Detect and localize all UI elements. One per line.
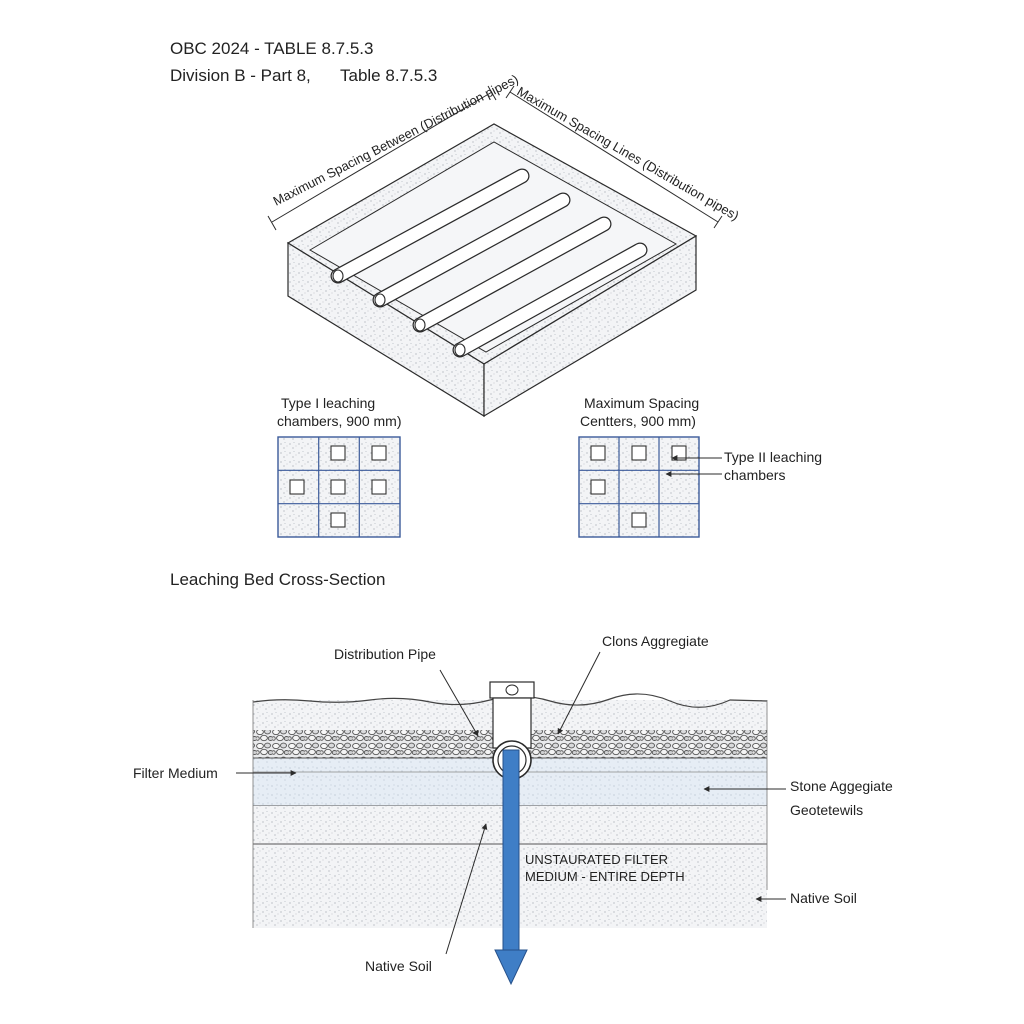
unsaturated-filter-line1: UNSTAURATED FILTER (525, 852, 668, 867)
chamber-marker (631, 445, 647, 461)
chamber-marker (590, 479, 606, 495)
cross-section-title: Leaching Bed Cross-Section (170, 570, 385, 589)
distribution-pipe-label: Distribution Pipe (334, 646, 436, 662)
header-line2-left: Division B - Part 8, (170, 66, 311, 85)
native-soil-bottom-label: Native Soil (365, 958, 432, 974)
distribution-pipes (330, 168, 648, 358)
type-1-chamber-grid: Type I leaching chambers, 900 mm) (277, 395, 401, 538)
geotextile-label: Geotetewils (790, 802, 863, 818)
type-2-callout-line1: Type II leaching (724, 449, 822, 465)
stone-aggregate-label: Stone Aggegiate (790, 778, 893, 794)
dimension-line-right (509, 91, 719, 223)
chamber-marker (371, 445, 387, 461)
chamber-marker (631, 512, 647, 528)
chamber-marker (371, 479, 387, 495)
isometric-leaching-bed: Maximum Spacing Between (Distribution pi… (267, 71, 742, 418)
cross-section (252, 681, 768, 986)
type-2-label-line2: Centters, 900 mm) (580, 413, 696, 429)
header-line2-right: Table 8.7.5.3 (340, 66, 437, 85)
dimension-line-left (271, 91, 493, 223)
chamber-marker (330, 445, 346, 461)
filter-medium-label: Filter Medium (133, 765, 218, 781)
native-soil-right-label: Native Soil (790, 890, 857, 906)
type-2-label-line1: Maximum Spacing (584, 395, 699, 411)
type-1-label-line1: Type I leaching (281, 395, 375, 411)
chamber-marker (289, 479, 305, 495)
unsaturated-filter-line2: MEDIUM - ENTIRE DEPTH (525, 869, 685, 884)
header-line1: OBC 2024 - TABLE 8.7.5.3 (170, 39, 374, 58)
chamber-marker (330, 479, 346, 495)
chamber-marker (590, 445, 606, 461)
flow-arrow (494, 749, 528, 986)
type-1-label-line2: chambers, 900 mm) (277, 413, 401, 429)
type-2-callout-line2: chambers (724, 467, 785, 483)
coarse-aggregate-label: Clons Aggregiate (602, 633, 709, 649)
chamber-marker (330, 512, 346, 528)
type-2-chamber-grid: Maximum Spacing Centters, 900 mm) Type I… (578, 395, 822, 538)
